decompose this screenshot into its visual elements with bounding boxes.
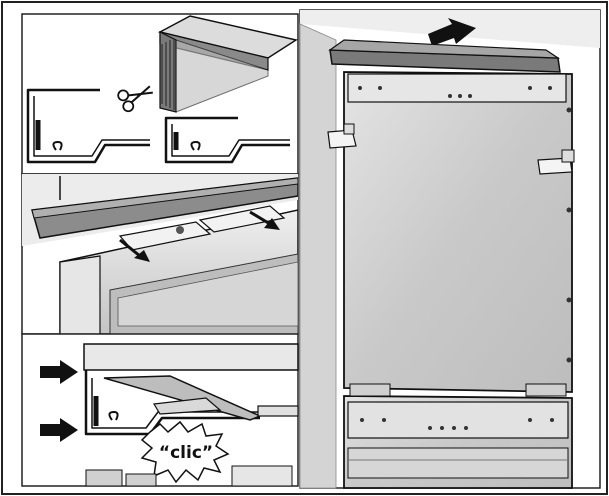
panel-place-strip	[21, 173, 299, 335]
arrow-right-icon	[40, 418, 78, 442]
clic-burst: “clic”	[140, 420, 230, 484]
arrow-down-icon	[119, 238, 150, 262]
panel-trim-strip	[21, 13, 299, 175]
clic-label: “clic”	[159, 443, 213, 463]
profile-right	[164, 116, 290, 164]
grooved-strip	[157, 15, 298, 113]
profile-left	[26, 88, 150, 164]
arrow-down-icon	[249, 210, 280, 230]
scissors-icon	[117, 85, 153, 113]
arrow-push-icon	[428, 18, 476, 46]
upper-door	[343, 71, 573, 393]
side-bracket	[327, 123, 357, 149]
arrow-right-icon	[40, 360, 78, 384]
side-bracket	[537, 149, 575, 175]
panel-appliance-door	[299, 9, 601, 489]
panel-clic-detail: “clic”	[21, 333, 299, 487]
